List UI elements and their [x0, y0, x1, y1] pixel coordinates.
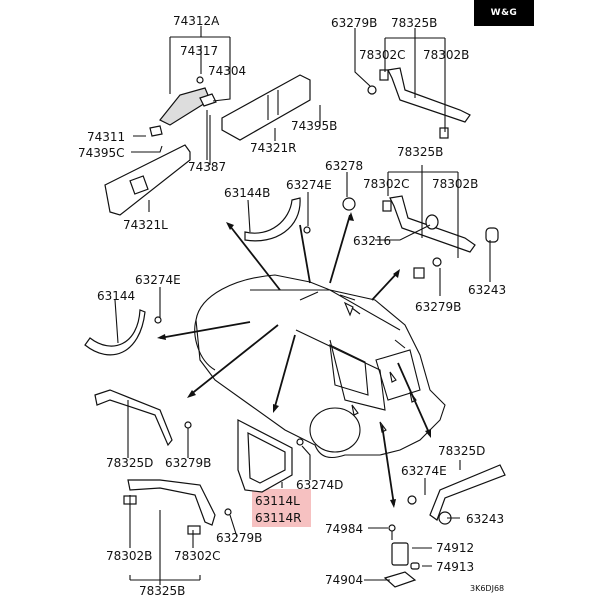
label-63278: 63278 [325, 159, 363, 173]
label-63216: 63216 [353, 234, 391, 248]
label-63274E-right: 63274E [401, 464, 447, 478]
label-74321R: 74321R [250, 141, 297, 155]
assist-grip-78325D-right [407, 464, 506, 525]
part-labels: 74312A 74317 74304 74311 74395C 74387 74… [78, 14, 506, 598]
label-63144B: 63144B [224, 186, 270, 200]
label-78302B-bottom: 78302B [106, 549, 152, 563]
label-63243-top: 63243 [468, 283, 506, 297]
label-63279B-bottom: 63279B [216, 531, 262, 545]
label-78325B-mid: 78325B [397, 145, 443, 159]
brand-logo: W&G [474, 0, 534, 26]
label-78302C-mid: 78302C [363, 177, 410, 191]
assist-grip-63144 [84, 309, 162, 356]
label-78325D-left: 78325D [106, 456, 153, 470]
label-63279B-left: 63279B [165, 456, 211, 470]
label-74387: 74387 [188, 160, 226, 174]
assist-grip-78325B-bottom [123, 479, 232, 535]
assist-grip-63144B [244, 197, 311, 242]
label-63243-bottom: 63243 [466, 512, 504, 526]
highlighted-part-box [252, 489, 311, 527]
sun-visor-left [104, 125, 191, 216]
label-63274E-left: 63274E [135, 273, 181, 287]
label-63279B-mid: 63279B [415, 300, 461, 314]
label-74317: 74317 [180, 44, 218, 58]
label-74312A: 74312A [173, 14, 220, 28]
label-63274E-top: 63274E [286, 178, 332, 192]
label-63114L: 63114L [255, 494, 300, 508]
hook-assembly [383, 524, 420, 588]
label-74395C: 74395C [78, 146, 125, 160]
label-74311: 74311 [87, 130, 125, 144]
label-74395B: 74395B [291, 119, 337, 133]
label-74984: 74984 [325, 522, 363, 536]
rearview-mirror [159, 76, 217, 160]
label-74321L: 74321L [123, 218, 168, 232]
sun-visor-right [221, 74, 311, 141]
label-63144: 63144 [97, 289, 135, 303]
diagram-code: 3K6DJ68 [470, 584, 504, 593]
assist-grip-78325D-left [94, 389, 192, 447]
label-74304: 74304 [208, 64, 246, 78]
label-63274D: 63274D [296, 478, 343, 492]
logo-text: W&G [490, 8, 518, 18]
label-78325B-top: 78325B [391, 16, 437, 30]
label-78302C-bottom: 78302C [174, 549, 221, 563]
label-78325D-right: 78325D [438, 444, 485, 458]
pointer-arrows [157, 212, 431, 508]
label-63279B-top: 63279B [331, 16, 377, 30]
label-78302B-mid: 78302B [432, 177, 478, 191]
quarter-trim-63114 [237, 419, 304, 493]
label-74904: 74904 [325, 573, 363, 587]
label-74913: 74913 [436, 560, 474, 574]
label-78302B-top: 78302B [423, 48, 469, 62]
leader-lines [114, 26, 491, 585]
label-63114R: 63114R [255, 511, 302, 525]
assist-grip-front-right [367, 67, 471, 139]
vehicle-outline [194, 274, 446, 459]
label-78325B-bottom: 78325B [139, 584, 185, 598]
label-78302C-top: 78302C [359, 48, 406, 62]
label-74912: 74912 [436, 541, 474, 555]
